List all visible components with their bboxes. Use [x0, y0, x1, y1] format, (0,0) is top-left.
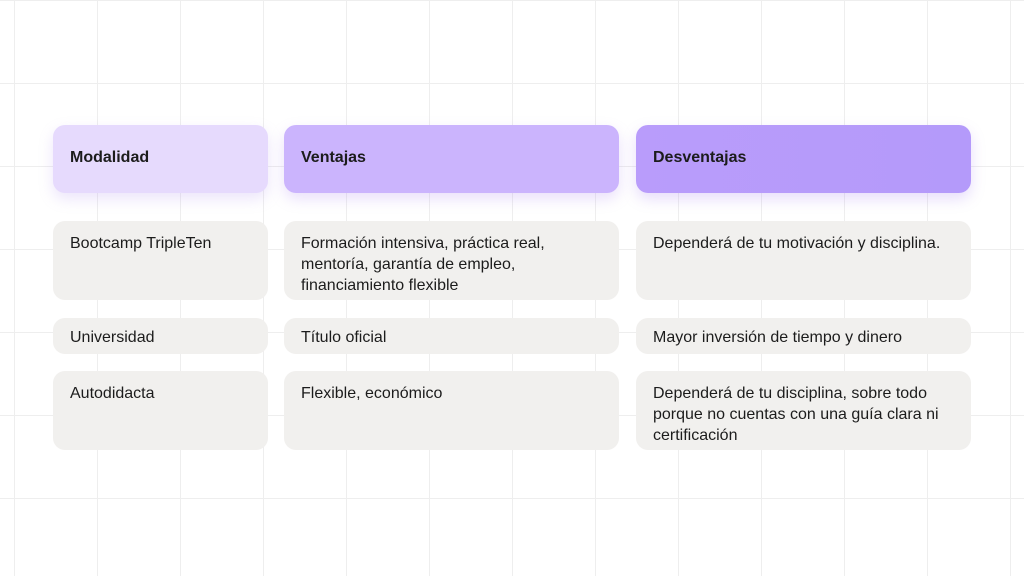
header-desventajas: Desventajas — [636, 125, 971, 193]
table-cell-ventajas: Flexible, económico — [284, 371, 619, 450]
table-cell-desventajas: Dependerá de tu motivación y disciplina. — [636, 221, 971, 300]
table-cell-ventajas: Formación intensiva, práctica real, ment… — [284, 221, 619, 300]
table-cell-desventajas: Mayor inversión de tiempo y dinero — [636, 318, 971, 354]
header-ventajas: Ventajas — [284, 125, 619, 193]
table-cell-modalidad: Bootcamp TripleTen — [53, 221, 268, 300]
table-cell-desventajas: Dependerá de tu disciplina, sobre todo p… — [636, 371, 971, 450]
header-modalidad: Modalidad — [53, 125, 268, 193]
table-cell-modalidad: Autodidacta — [53, 371, 268, 450]
table-cell-ventajas: Título oficial — [284, 318, 619, 354]
table-cell-modalidad: Universidad — [53, 318, 268, 354]
